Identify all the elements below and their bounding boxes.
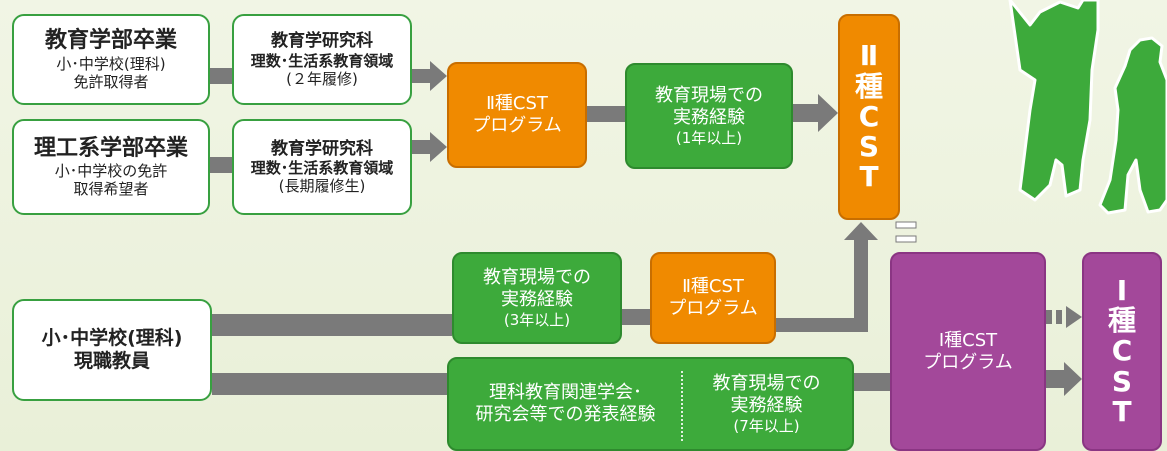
presentation-line2: 研究会等での発表経験 bbox=[475, 404, 656, 425]
cst1-badge-char3: C bbox=[1111, 334, 1133, 368]
cst2-program-mid-line1: Ⅱ種CST bbox=[682, 276, 744, 298]
source-current-teacher-line2: 現職教員 bbox=[73, 350, 150, 372]
experience-bottom-line3: (7年以上) bbox=[733, 416, 800, 435]
experience-mid-line2: 実務経験 bbox=[501, 289, 573, 310]
source-current-teacher-line1: 小･中学校(理科) bbox=[41, 327, 183, 350]
connector-exp7-to-cst1 bbox=[854, 373, 892, 391]
experience-top: 教育現場での 実務経験 (1年以上) bbox=[625, 63, 793, 169]
connector-edu-to-grad bbox=[210, 68, 232, 84]
source-edu-graduate-title: 教育学部卒業 bbox=[44, 28, 177, 54]
equals-connector-2 bbox=[895, 235, 917, 243]
connector-prog-to-exp bbox=[587, 106, 625, 122]
experience-mid: 教育現場での 実務経験 (3年以上) bbox=[452, 252, 622, 344]
cst2-badge-char4: S bbox=[858, 130, 880, 164]
source-edu-graduate: 教育学部卒業 小･中学校(理科) 免許取得者 bbox=[12, 14, 210, 105]
grad-program-two-year-line3: (２年履修) bbox=[286, 69, 358, 88]
arrow-grad2-to-cst2 bbox=[411, 132, 447, 162]
source-science-graduate-title: 理工系学部卒業 bbox=[33, 135, 188, 161]
arrow-cst1-dashed bbox=[1046, 310, 1052, 324]
grad-program-long-term-line1: 教育学研究科 bbox=[271, 138, 373, 159]
cst1-badge-char5: T bbox=[1112, 394, 1132, 428]
arrow-grad1-to-cst2 bbox=[411, 61, 447, 91]
presentation-block: 理科教育関連学会･ 研究会等での発表経験 bbox=[450, 382, 682, 425]
cst2-badge-char1: Ⅱ bbox=[859, 39, 879, 73]
cst1-badge: Ⅰ 種 C S T bbox=[1082, 252, 1162, 451]
connector-exp3-to-prog bbox=[622, 309, 650, 325]
cst2-program-top: Ⅱ種CST プログラム bbox=[447, 62, 587, 168]
cst1-program: Ⅰ種CST プログラム bbox=[890, 252, 1046, 451]
connector-sci-to-grad bbox=[210, 157, 232, 173]
experience-mid-line1: 教育現場での bbox=[483, 267, 591, 289]
person-silhouette-1 bbox=[1008, 0, 1100, 202]
source-science-graduate-line2: 取得希望者 bbox=[73, 180, 149, 199]
arrow-exp-to-cst2 bbox=[793, 94, 838, 132]
cst2-badge-char3: C bbox=[858, 99, 880, 133]
grad-program-two-year-line1: 教育学研究科 bbox=[271, 31, 373, 52]
source-current-teacher: 小･中学校(理科) 現職教員 bbox=[12, 299, 212, 401]
arrow-cst1-to-badge-bottom bbox=[1046, 362, 1082, 396]
grad-program-long-term-line3: (長期履修生) bbox=[278, 177, 366, 196]
experience-top-line1: 教育現場での bbox=[655, 85, 763, 107]
grad-program-long-term: 教育学研究科 理数･生活系教育領域 (長期履修生) bbox=[232, 119, 412, 215]
presentation-line1: 理科教育関連学会･ bbox=[489, 382, 642, 404]
cst1-badge-char4: S bbox=[1111, 364, 1133, 398]
experience-bottom-block: 教育現場での 実務経験 (7年以上) bbox=[682, 373, 852, 434]
cst1-program-line1: Ⅰ種CST bbox=[938, 329, 998, 351]
equals-connector-1 bbox=[895, 221, 917, 229]
experience-bottom-line2: 実務経験 bbox=[730, 395, 803, 416]
cst2-program-top-line1: Ⅱ種CST bbox=[486, 93, 548, 115]
source-edu-graduate-line2: 免許取得者 bbox=[73, 72, 149, 91]
cst2-badge: Ⅱ 種 C S T bbox=[838, 14, 900, 220]
cst2-program-top-line2: プログラム bbox=[472, 115, 562, 136]
arrow-cst1-to-badge-top bbox=[1066, 306, 1082, 328]
grad-program-two-year-line2: 理数･生活系教育領域 bbox=[250, 51, 394, 70]
grad-program-two-year: 教育学研究科 理数･生活系教育領域 (２年履修) bbox=[232, 14, 412, 105]
divider-dotted bbox=[681, 371, 683, 441]
source-science-graduate: 理工系学部卒業 小･中学校の免許 取得希望者 bbox=[12, 119, 210, 215]
experience-bottom-line1: 教育現場での bbox=[712, 373, 821, 395]
arrow-prog-to-cst2-up bbox=[776, 222, 878, 332]
cst1-badge-char2: 種 bbox=[1107, 304, 1136, 338]
cst2-badge-char2: 種 bbox=[854, 69, 883, 103]
connector-teacher-to-presentation bbox=[212, 373, 452, 395]
experience-mid-line3: (3年以上) bbox=[503, 310, 571, 329]
cst2-program-mid-line2: プログラム bbox=[668, 298, 758, 319]
grad-program-long-term-line2: 理数･生活系教育領域 bbox=[250, 159, 394, 178]
cst2-badge-char5: T bbox=[859, 160, 879, 194]
arrow-cst1-dashed2 bbox=[1056, 310, 1062, 324]
source-science-graduate-line1: 小･中学校の免許 bbox=[54, 162, 168, 181]
cst1-badge-char1: Ⅰ bbox=[1116, 273, 1128, 307]
experience-top-line2: 実務経験 bbox=[673, 107, 745, 128]
source-edu-graduate-line1: 小･中学校(理科) bbox=[56, 54, 166, 73]
cst1-program-line2: プログラム bbox=[923, 351, 1013, 373]
person-silhouette-2 bbox=[1098, 36, 1167, 215]
presentation-experience-group: 理科教育関連学会･ 研究会等での発表経験 教育現場での 実務経験 (7年以上) bbox=[447, 357, 854, 451]
connector-teacher-to-exp3 bbox=[212, 314, 452, 336]
cst2-program-mid: Ⅱ種CST プログラム bbox=[650, 252, 776, 344]
experience-top-line3: (1年以上) bbox=[675, 128, 743, 147]
